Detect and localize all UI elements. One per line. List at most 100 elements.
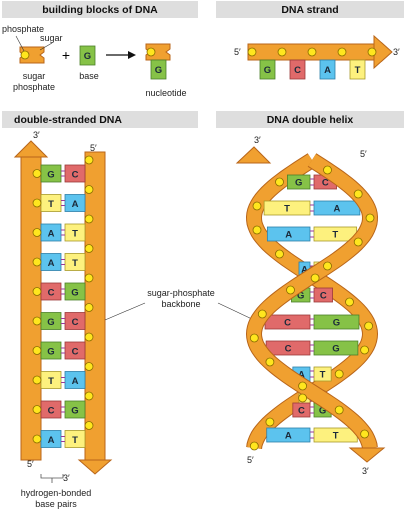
backbone-leader-left [104,302,146,321]
strand-direction-arrow [373,34,393,70]
helix-base-left [292,402,311,418]
helix-left-letter: A [285,230,292,241]
helix-left-letter: C [298,406,305,417]
phosphate-icon [275,249,284,259]
phosphate-icon [32,375,42,385]
ds-bottom-left-label: 5′ [27,459,34,469]
helix-bottom-right-label: 3′ [362,466,369,476]
phosphate-icon [275,177,284,187]
ds-left-base-letter: T [48,376,54,387]
strand-base-G [259,59,276,80]
phosphate-icon [298,393,308,403]
phosphate-icon [277,47,287,57]
label-hbond-line2: base pairs [35,499,77,509]
ds-left-base-letter: A [48,435,55,446]
helix-base-left [263,200,311,216]
helix-left-letter: A [298,370,305,381]
phosphate-icon [84,362,94,371]
phosphate-icon [265,417,275,427]
phosphate-icon [20,50,30,60]
ds-right-base-letter: G [71,406,78,417]
ds-right-base-letter: G [71,288,78,299]
label-base: base [79,71,99,81]
helix-bottom-left-label: 5′ [247,455,254,465]
ds-right-base [64,164,86,183]
ds-right-base-letter: A [72,199,79,210]
helix-base-right [313,314,360,330]
phosphate-icon [84,303,94,312]
helix-right-letter: T [320,370,326,381]
helix-top-right-label: 5′ [360,149,367,159]
helix-base-left [287,174,311,190]
ds-right-base-letter: A [72,376,79,387]
ds-top-left-label: 3′ [33,130,40,140]
ds-left-base-letter: C [48,406,55,417]
helix-front-strand [245,153,379,451]
phosphate-icon [265,357,275,367]
phosphate-icon [286,285,295,295]
ds-right-base [64,223,86,242]
base-g-block [79,45,96,66]
helix-top-left-label: 3′ [254,135,261,145]
ds-left-base-letter: G [47,317,54,328]
phosphate-icon [334,369,344,379]
label-sugar-phosphate-line1: sugar [23,71,46,81]
phosphate-icon [84,244,94,253]
header-bar-dna-strand [216,1,404,18]
strand-3-prime-label: 3′ [393,47,400,57]
helix-base-left [266,226,311,242]
helix-base-right [313,366,332,382]
title-dna-strand: DNA strand [281,4,338,16]
ds-left-base-letter: T [48,199,54,210]
phosphate-icon [32,434,42,444]
strand-base-A [319,59,336,80]
ds-right-base [64,341,86,360]
phosphate-icon [298,381,308,391]
phosphate-icon [84,421,94,430]
label-sugar-phosphate-line2: phosphate [13,82,55,92]
phosphate-icon [257,309,267,319]
plus-sign: + [62,47,70,63]
label-hbond-line1: hydrogen-bonded [21,488,92,498]
ds-right-base [64,400,86,419]
ds-left-base-letter: G [47,170,54,181]
ds-right-base-letter: T [72,229,78,240]
reaction-arrowhead [128,51,136,59]
helix-right-letter: G [332,344,339,355]
helix-left-letter: T [284,204,290,215]
helix-left-letter: G [297,291,304,302]
header-bar-double-helix [216,111,404,128]
building-blocks-panel: phosphate sugar sugar phosphate + G base… [2,24,187,98]
ds-left-base-letter: G [47,347,54,358]
right-strand-arrow-down [77,459,113,475]
ds-right-base [64,312,86,330]
ds-left-base-letter: C [48,288,55,299]
helix-base-pairs: GCTAATATGCCGCGATTGCGAT [263,174,361,443]
phosphate-icon [337,47,347,57]
phosphate-icon [84,185,94,194]
helix-left-letter: A [285,431,292,442]
phosphate-icon [307,47,317,57]
label-backbone-line2: backbone [161,299,200,309]
ds-left-base-letter: A [48,258,55,269]
title-building-blocks: building blocks of DNA [42,4,158,16]
helix-arrow-down [348,447,386,463]
label-sugar: sugar [40,33,63,43]
ds-right-base [64,282,86,301]
ds-left-base-letter: A [48,229,55,240]
phosphate-icon [353,237,363,247]
left-strand-arrow-up [13,140,49,158]
helix-right-letter: C [320,291,327,302]
strand-base-letter: C [294,65,301,76]
ds-right-base-letter: C [72,170,79,181]
nucleotide-base-block [150,59,167,80]
label-phosphate: phosphate [2,24,44,34]
ds-right-base-letter: T [72,435,78,446]
phosphate-icon [32,316,42,326]
phosphate-icon [310,273,320,283]
helix-left-letter: A [301,265,308,276]
strand-base-letter: T [355,65,361,76]
